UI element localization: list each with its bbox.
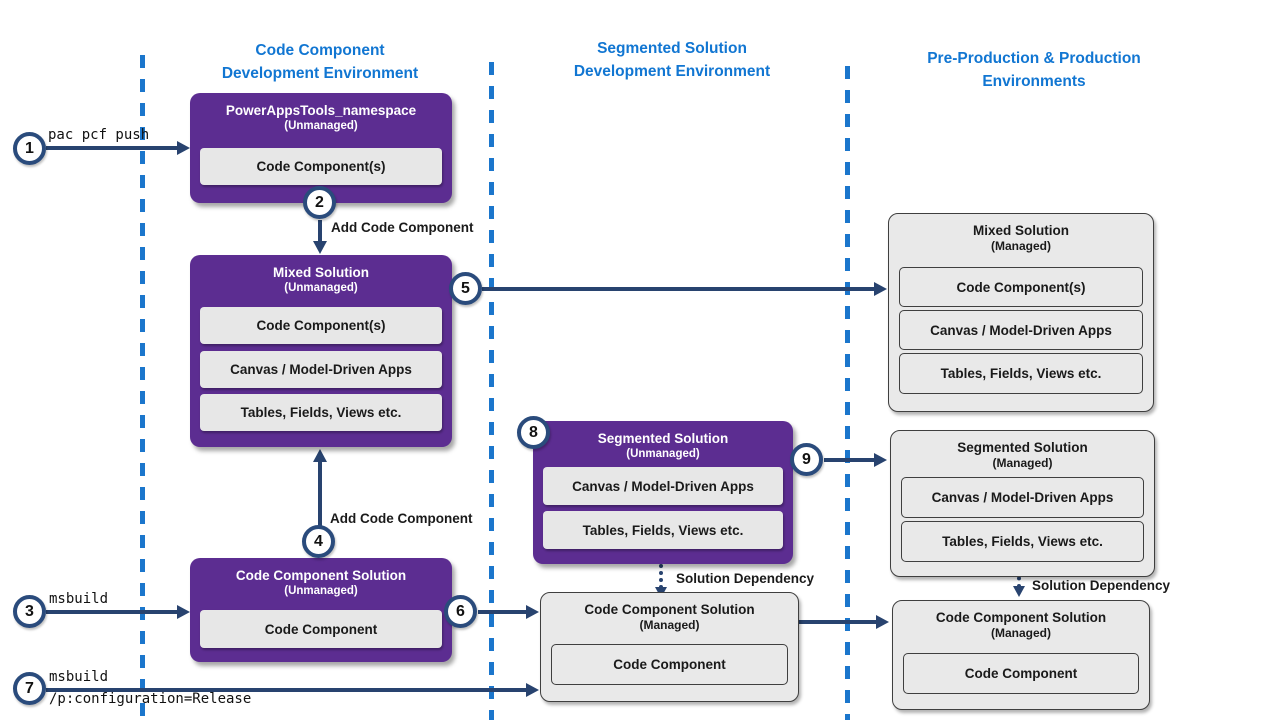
arrow-step6-head-icon (526, 605, 539, 619)
column-divider-right (845, 66, 850, 720)
arrow-step1-head-icon (177, 141, 190, 155)
arrow-step7-line (46, 688, 528, 692)
step-3-badge: 3 (13, 595, 46, 628)
label-add-code-component-top: Add Code Component (331, 220, 474, 235)
box-subtitle: (Unmanaged) (284, 120, 358, 132)
step-7-badge: 7 (13, 672, 46, 705)
arrow-step9-head-icon (874, 453, 887, 467)
step-6-badge: 6 (444, 595, 477, 628)
label-solution-dependency-mid: Solution Dependency (676, 571, 815, 586)
step-2-badge: 2 (303, 186, 336, 219)
label-msbuild-release-line1: msbuild (49, 669, 109, 685)
item-code-component: Code Component (551, 644, 788, 685)
item-code-components: Code Component(s) (200, 307, 442, 344)
item-canvas-model-driven-apps: Canvas / Model-Driven Apps (899, 310, 1143, 350)
item-canvas-model-driven-apps: Canvas / Model-Driven Apps (200, 351, 442, 388)
box-code-component-solution-managed-right: Code Component Solution (Managed) Code C… (892, 600, 1150, 710)
box-subtitle: (Managed) (991, 239, 1051, 253)
box-code-component-solution-unmanaged: Code Component Solution (Unmanaged) Code… (190, 558, 452, 662)
box-subtitle: (Managed) (992, 456, 1053, 470)
column-divider-left (140, 55, 145, 720)
box-title: Code Component Solution (235, 568, 407, 583)
box-title: Segmented Solution (597, 431, 729, 446)
box-title: PowerAppsTools_namespace (225, 103, 417, 118)
item-tables-fields-views: Tables, Fields, Views etc. (200, 394, 442, 431)
step-4-badge: 4 (302, 525, 335, 558)
arrow-step4-head-icon (313, 449, 327, 462)
box-subtitle: (Managed) (991, 626, 1051, 640)
step-1-badge: 1 (13, 132, 46, 165)
arrow-step6-line (478, 610, 528, 614)
label-pac-pcf-push: pac pcf push (48, 127, 150, 143)
arrow-step2-head-icon (313, 241, 327, 254)
box-subtitle: (Unmanaged) (284, 585, 358, 597)
box-code-component-solution-managed-mid: Code Component Solution (Managed) Code C… (540, 592, 799, 702)
header-preprod-prod-env: Pre-Production & Production Environments (927, 50, 1141, 90)
item-canvas-model-driven-apps: Canvas / Model-Driven Apps (543, 467, 783, 505)
box-title: Code Component Solution (584, 602, 755, 617)
item-code-components: Code Component(s) (200, 148, 442, 185)
item-tables-fields-views: Tables, Fields, Views etc. (899, 353, 1143, 394)
arrow-managed-promote-head-icon (876, 615, 889, 629)
step-8-badge: 8 (517, 416, 550, 449)
arrow-step1-line (46, 146, 178, 150)
box-mixed-solution-unmanaged: Mixed Solution (Unmanaged) Code Componen… (190, 255, 452, 447)
item-code-component: Code Component (903, 653, 1139, 694)
label-add-code-component-bottom: Add Code Component (330, 511, 473, 526)
header-code-component-dev-env: Code Component Development Environment (221, 42, 419, 82)
box-subtitle: (Unmanaged) (626, 448, 700, 460)
arrow-managed-promote-line (797, 620, 878, 624)
box-segmented-solution-managed: Segmented Solution (Managed) Canvas / Mo… (890, 430, 1155, 577)
arrow-step4-line (318, 460, 322, 527)
label-msbuild: msbuild (49, 591, 109, 607)
step-5-badge: 5 (449, 272, 482, 305)
arrow-step2-line (318, 220, 322, 243)
arrow-step5-line (482, 287, 876, 291)
box-title: Mixed Solution (273, 265, 369, 280)
step-9-badge: 9 (790, 443, 823, 476)
label-msbuild-release-line2: /p:configuration=Release (49, 691, 252, 707)
item-tables-fields-views: Tables, Fields, Views etc. (543, 511, 783, 549)
arrow-step3-head-icon (177, 605, 190, 619)
column-divider-middle (489, 62, 494, 720)
arrow-step5-head-icon (874, 282, 887, 296)
arrow-step3-line (46, 610, 178, 614)
box-powerapps-tools-namespace: PowerAppsTools_namespace (Unmanaged) Cod… (190, 93, 452, 203)
item-canvas-model-driven-apps: Canvas / Model-Driven Apps (901, 477, 1144, 518)
arrow-dependency-mid-line (659, 564, 663, 589)
label-solution-dependency-right: Solution Dependency (1032, 578, 1171, 593)
box-subtitle: (Unmanaged) (284, 282, 358, 294)
arrow-step9-line (824, 458, 876, 462)
item-code-component: Code Component (200, 610, 442, 648)
arrow-dependency-right-head-icon (1013, 586, 1025, 597)
item-code-components: Code Component(s) (899, 267, 1143, 307)
box-title: Code Component Solution (935, 610, 1107, 625)
header-segmented-solution-dev-env: Segmented Solution Development Environme… (573, 40, 771, 80)
box-segmented-solution-unmanaged: Segmented Solution (Unmanaged) Canvas / … (533, 421, 793, 564)
box-subtitle: (Managed) (639, 618, 700, 632)
box-title: Mixed Solution (973, 223, 1069, 238)
arrow-step7-head-icon (526, 683, 539, 697)
item-tables-fields-views: Tables, Fields, Views etc. (901, 521, 1144, 562)
box-mixed-solution-managed: Mixed Solution (Managed) Code Component(… (888, 213, 1154, 412)
box-title: Segmented Solution (957, 440, 1088, 455)
